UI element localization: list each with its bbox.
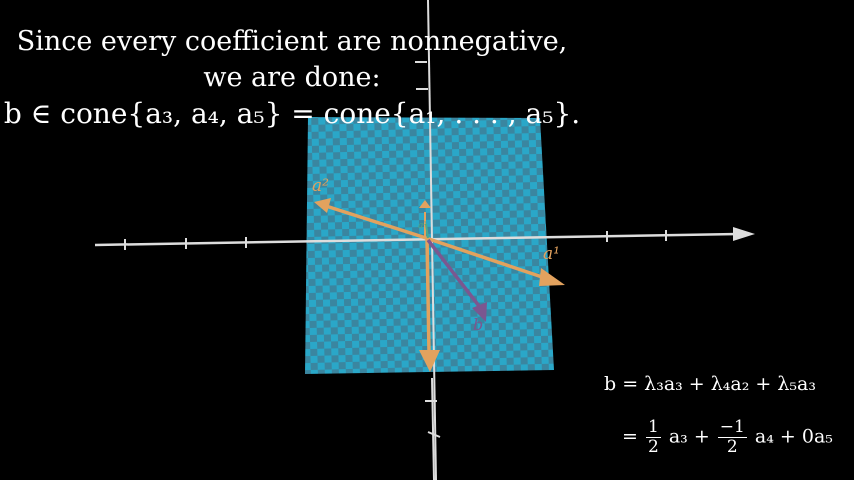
vector-a1 [425,236,565,286]
y-tick [427,431,441,438]
vector-down [419,237,440,372]
vector-b [426,238,487,322]
fraction-2-denominator: 2 [726,437,738,457]
vector-small [425,223,429,239]
term-1: a₃ + [668,425,710,448]
vector-a2 [314,198,427,240]
equation-line-1: b = λ₃a₃ + λ₄a₂ + λ₅a₃ [604,373,816,395]
label-b: b [473,315,483,334]
caption-line-3: b ∈ cone{a₃, a₄, a₅} = cone{a₁, . . . , … [3,97,581,130]
fraction-2-numerator: −1 [717,417,747,438]
x-axis [94,227,755,250]
caption-line-1: Since every coefficient are nonnegative, [16,26,568,57]
x-axis-arrowhead [733,227,755,241]
term-2: a₄ + 0a₅ [754,425,833,448]
span-plane [305,117,554,374]
fraction-1-numerator: 1 [645,417,661,438]
fraction-1-denominator: 2 [647,437,659,457]
label-a2: a² [312,176,329,196]
equation-line-2: = 1 2 a₃ + −1 2 a₄ + 0a₅ [622,418,833,457]
fraction-1: 1 2 [645,417,661,457]
label-small: a³ [418,221,427,231]
equals-sign: = [622,425,638,448]
vector-up [419,200,431,238]
label-a1: a¹ [543,244,560,264]
fraction-2: −1 2 [717,417,747,457]
caption-line-2: we are done: [203,62,381,93]
